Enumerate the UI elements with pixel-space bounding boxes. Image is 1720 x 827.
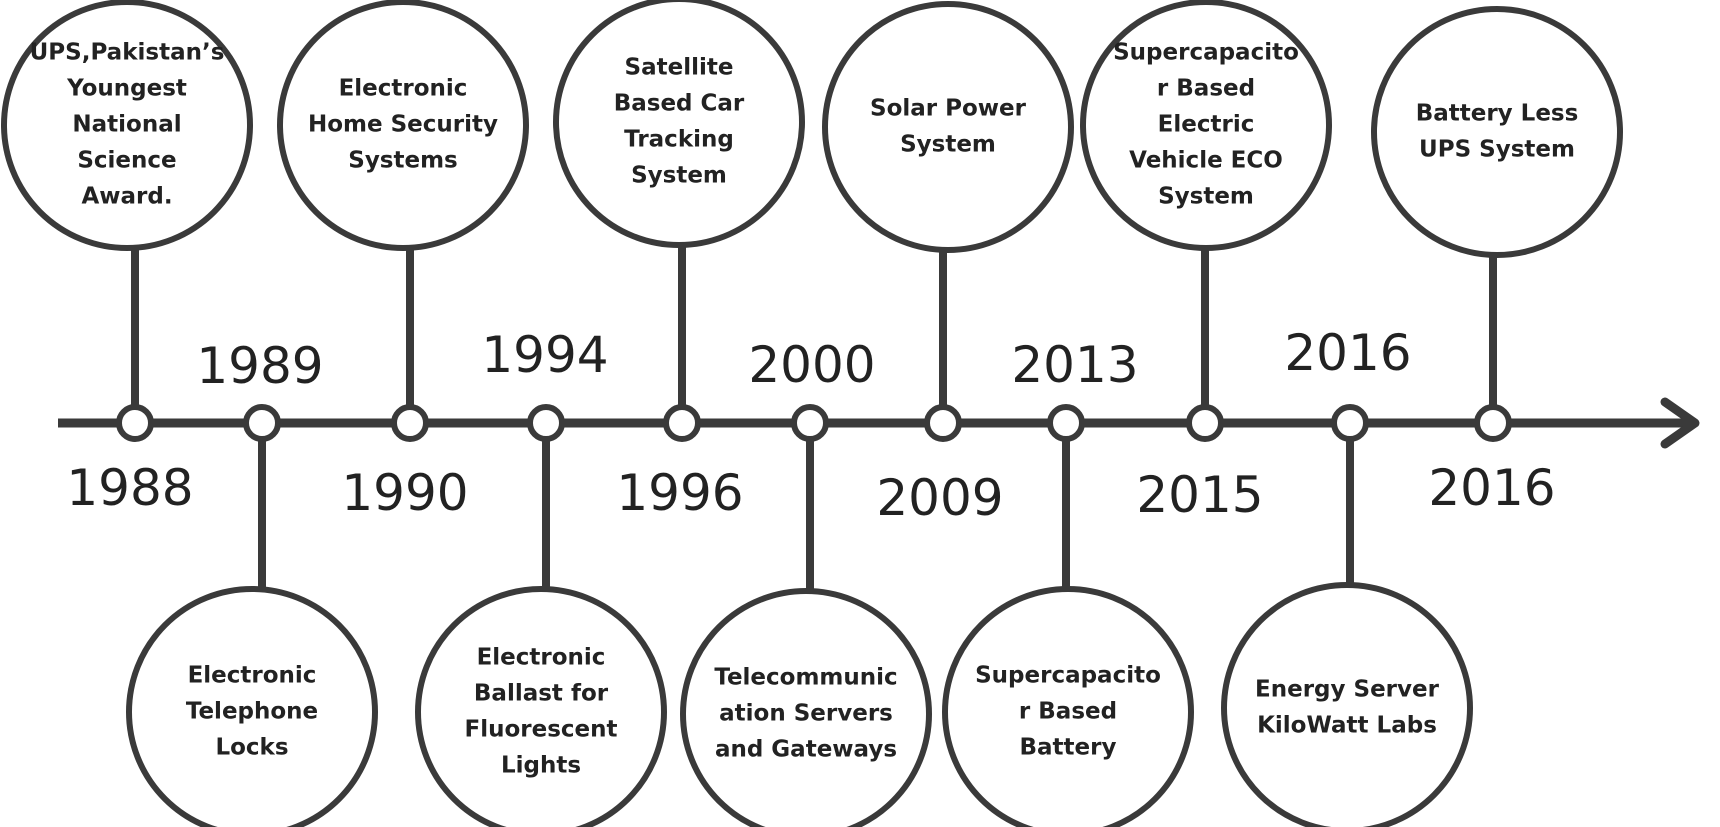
event-year: 1988 [66,459,193,517]
event-label-line: Systems [348,148,458,174]
event-label-line: Award. [81,184,172,210]
timeline-event-1988: UPS,Pakistan’sYoungestNationalScienceAwa… [1,0,253,517]
event-year: 1996 [616,464,743,522]
event-bubble [680,588,932,827]
event-bubble [1221,582,1473,827]
event-label-line: Solar Power [870,96,1027,122]
event-label-line: Vehicle ECO [1129,148,1283,174]
event-label-line: Electronic [188,663,317,689]
event-label-line: Electric [1158,112,1255,138]
timeline-events: UPS,Pakistan’sYoungestNationalScienceAwa… [1,0,1623,827]
event-bubble [822,1,1074,253]
event-label-line: Telephone [186,699,318,725]
event-label-line: Electronic [339,76,468,102]
event-label-line: and Gateways [715,737,897,763]
timeline-marker [1047,404,1085,442]
event-label-line: r Based [1157,76,1255,102]
event-label-line: Based Car [614,91,745,117]
event-label-line: Tracking [624,127,734,153]
timeline-marker [1474,404,1512,442]
event-year: 1989 [196,337,323,395]
timeline-marker [527,404,565,442]
event-bubble [415,586,667,827]
event-label-line: Youngest [66,76,187,102]
timeline-arrowhead-icon [1660,397,1700,449]
timeline-marker [663,404,701,442]
timeline-marker [243,404,281,442]
event-year: 2009 [876,469,1003,527]
event-bubble [942,586,1194,827]
event-year: 1990 [341,464,468,522]
event-label-line: Lights [501,753,581,779]
timeline-marker [1186,404,1224,442]
event-label-line: Supercapacito [1113,40,1299,66]
event-bubble [1371,6,1623,258]
event-year: 2016 [1284,324,1411,382]
event-year: 2016 [1428,459,1555,517]
event-label-line: UPS,Pakistan’s [30,40,225,66]
event-label-line: Electronic [477,645,606,671]
event-label-line: Science [77,148,176,174]
event-label-line: Telecommunic [714,665,897,691]
timeline-marker [924,404,962,442]
event-label-line: r Based [1019,699,1117,725]
timeline-marker [1331,404,1369,442]
event-label-line: Supercapacito [975,663,1161,689]
event-label-line: Energy Server [1255,677,1440,703]
event-label-line: Fluorescent [464,717,617,743]
event-label-line: Ballast for [474,681,609,707]
event-label-line: System [900,132,996,158]
event-label-line: Locks [215,735,288,761]
event-label-line: KiloWatt Labs [1257,713,1437,739]
event-year: 2015 [1136,466,1263,524]
event-label-line: UPS System [1419,137,1575,163]
event-label-line: Battery [1020,735,1117,761]
event-year: 2013 [1011,336,1138,394]
event-label-line: System [1158,184,1254,210]
timeline-marker [391,404,429,442]
event-bubble [277,0,529,251]
event-year: 1994 [481,326,608,384]
timeline-marker [116,404,154,442]
event-bubble [126,586,378,827]
event-label-line: Home Security [308,112,498,138]
timeline-marker [791,404,829,442]
event-label-line: Battery Less [1416,101,1579,127]
event-year: 2000 [748,336,875,394]
event-bubble [553,0,805,248]
event-bubble [1080,0,1332,251]
timeline-event-2000: Telecommunic ation Servers and Gateways 200… [680,336,932,827]
event-label-line: ation Servers [719,701,893,727]
event-label-line: Satellite [625,55,734,81]
event-label-line: National [72,112,181,138]
event-label-line: System [631,163,727,189]
event-bubble [1,0,253,251]
